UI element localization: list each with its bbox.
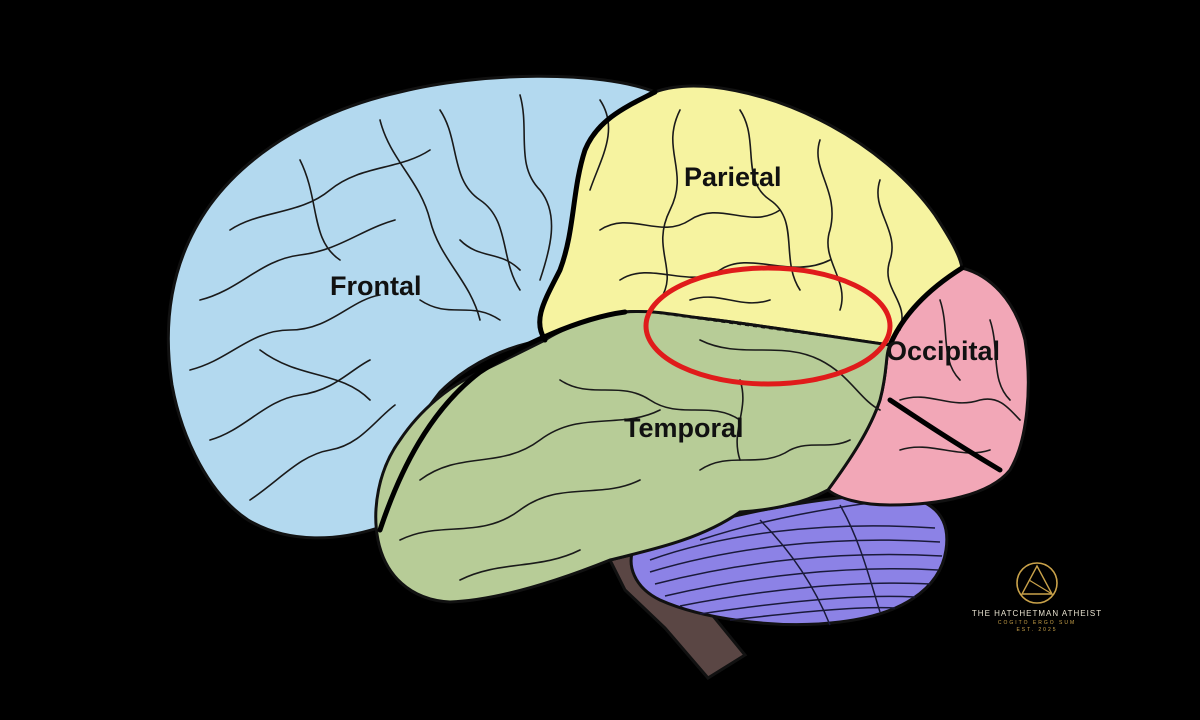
temporal-label: Temporal [624, 413, 744, 443]
dotted-boundary [649, 311, 891, 346]
frontal-label: Frontal [330, 271, 422, 301]
lobe-boundaries [377, 89, 1003, 533]
occipital-label: Occipital [886, 336, 1001, 366]
watermark-est: EST. 2025 [1016, 627, 1058, 633]
watermark-motto: COGITO ERGO SUM [997, 620, 1077, 626]
gyri-lines [189, 94, 1021, 581]
watermark-name: THE HATCHETMAN ATHEIST [971, 609, 1103, 618]
highlight-ellipse [643, 265, 893, 387]
parietal-label: Parietal [684, 162, 782, 192]
watermark: THE HATCHETMAN ATHEIST COGITO ERGO SUM E… [962, 560, 1112, 633]
compass-triangle-logo-icon [1016, 562, 1058, 604]
